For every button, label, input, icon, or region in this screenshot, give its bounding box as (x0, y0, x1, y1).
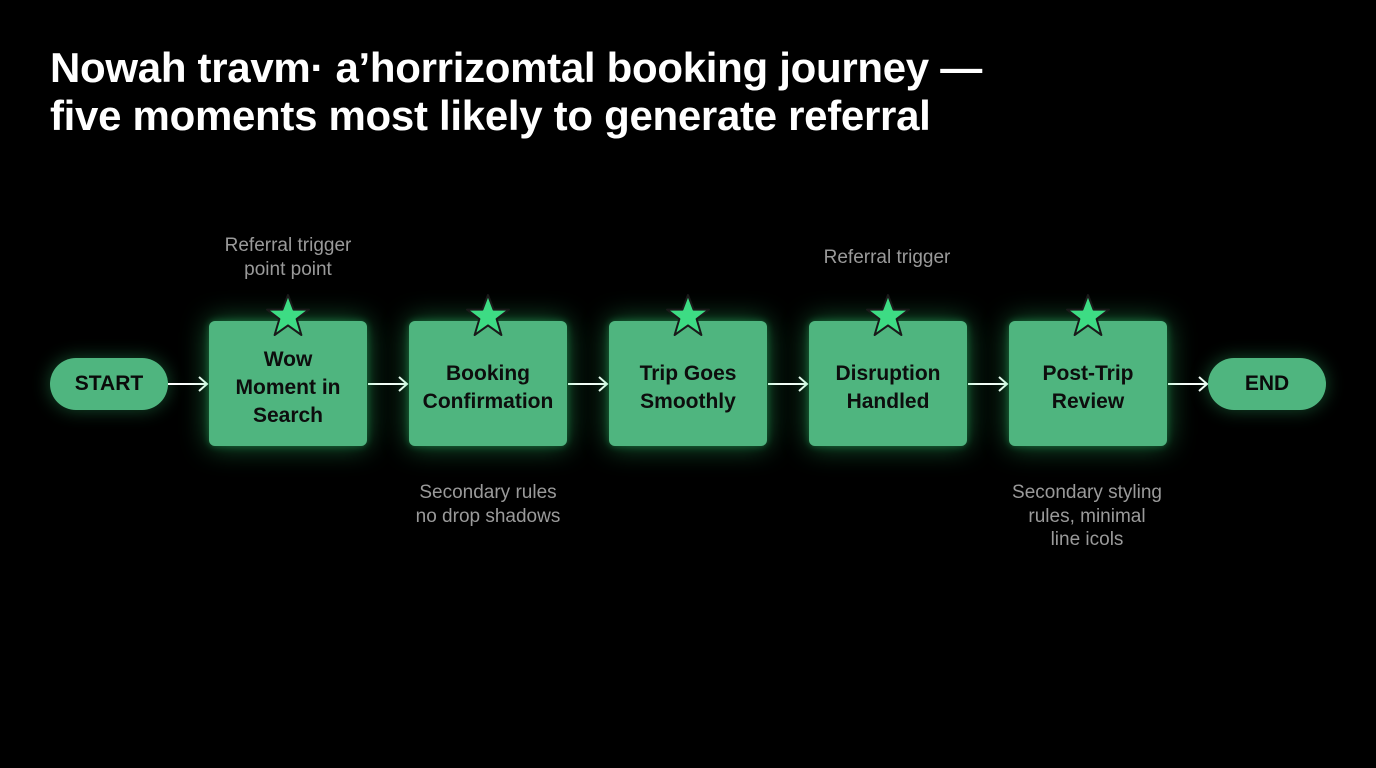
end-label: END (1244, 372, 1290, 395)
step-booking-confirmation: Booking Confirmation (409, 294, 567, 446)
annotation-secondary-styling: Secondary styling rules, minimal line ic… (997, 481, 1177, 552)
step-label-line: Wow (263, 347, 313, 371)
step-label-line: Handled (846, 389, 930, 413)
step-label-line: Confirmation (422, 389, 554, 413)
page-title: Nowah travm· a’horrizomtal booking journ… (50, 44, 1050, 140)
arrow-icon (368, 376, 409, 392)
step-label-line: Smoothly (640, 389, 736, 413)
arrow-icon (968, 376, 1009, 392)
annotation-line: Secondary styling (1012, 482, 1162, 503)
arrow-icon (1168, 376, 1209, 392)
arrow-icon (768, 376, 809, 392)
star-icon (1066, 294, 1110, 336)
step-label: Trip Goes Smoothly (609, 321, 767, 446)
step-label-line: Post-Trip (1042, 361, 1134, 385)
star-icon (666, 294, 710, 336)
annotation-line: Secondary rules (419, 482, 557, 503)
arrow-icon (168, 376, 209, 392)
annotation-referral-trigger-step4: Referral trigger (797, 246, 977, 270)
step-post-trip-review: Post-Trip Review (1009, 294, 1167, 446)
arrow-icon (568, 376, 609, 392)
step-label-line: Booking (446, 361, 530, 385)
annotation-line: Referral trigger (823, 247, 951, 268)
annotation-line: no drop shadows (415, 505, 561, 527)
step-label: Booking Confirmation (409, 321, 567, 446)
end-node: END (1208, 358, 1326, 410)
step-label: Wow Moment in Search (209, 321, 367, 446)
step-label: Disruption Handled (809, 321, 967, 446)
annotation-line: line icols (1050, 529, 1124, 550)
annotation-line: point point (244, 258, 332, 280)
step-label: Post-Trip Review (1009, 321, 1167, 446)
star-icon (466, 294, 510, 336)
annotation-secondary-rules: Secondary rules no drop shadows (398, 481, 578, 528)
step-label-line: Review (1051, 389, 1125, 413)
step-wow-moment-in-search: Wow Moment in Search (209, 294, 367, 446)
annotation-line: Referral trigger (224, 235, 352, 256)
step-disruption-handled: Disruption Handled (809, 294, 967, 446)
star-icon (266, 294, 310, 336)
step-label-line: Disruption (835, 361, 941, 385)
star-icon (866, 294, 910, 336)
start-node: START (50, 358, 168, 410)
step-label-line: Trip Goes (639, 361, 737, 385)
step-trip-goes-smoothly: Trip Goes Smoothly (609, 294, 767, 446)
annotation-referral-trigger-step1: Referral trigger point point (208, 234, 368, 281)
step-label-line: Moment in (235, 375, 341, 399)
title-line-2: five moments most likely to generate ref… (50, 92, 931, 139)
title-line-1: Nowah travm· a’horrizomtal booking journ… (50, 44, 982, 91)
step-label-line: Search (252, 403, 324, 427)
annotation-line: rules, minimal (1028, 505, 1146, 527)
start-label: START (74, 372, 144, 395)
